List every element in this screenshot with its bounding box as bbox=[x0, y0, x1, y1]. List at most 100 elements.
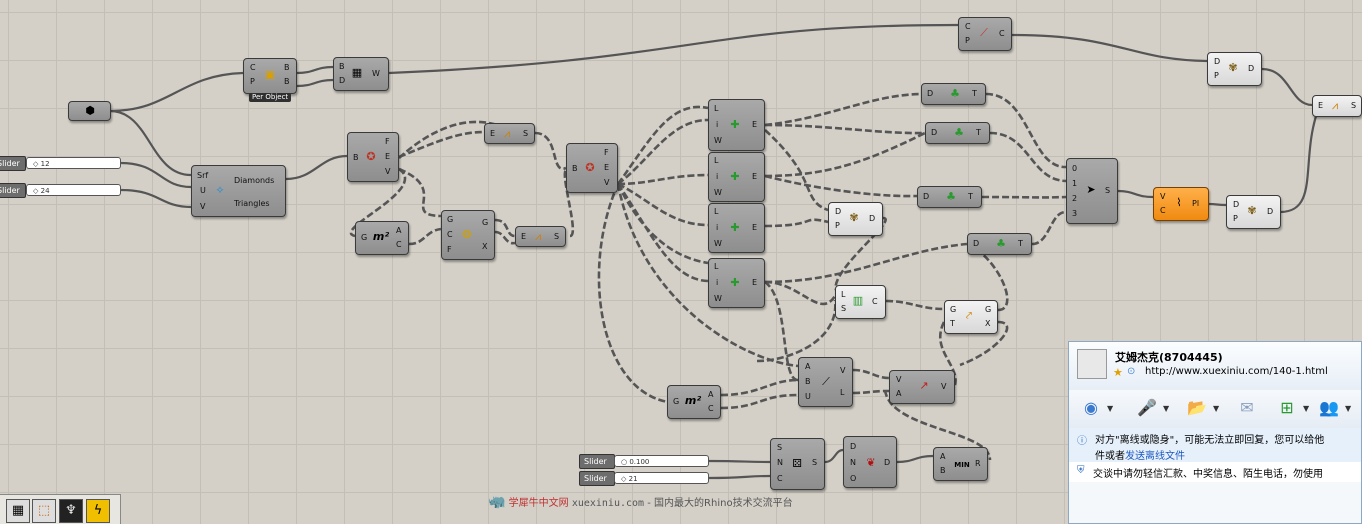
input-c: C bbox=[1160, 206, 1166, 215]
chevron-down-icon[interactable]: ▼ bbox=[1107, 404, 1114, 413]
list-item-component[interactable]: L i W ✚ E bbox=[708, 258, 765, 308]
diamond-panels-component[interactable]: Srf U V ⟡ Diamonds Triangles bbox=[191, 165, 286, 217]
list-item-component[interactable]: L i W ✚ E bbox=[708, 203, 765, 253]
output-s: S bbox=[523, 129, 529, 138]
input-b: B bbox=[805, 377, 811, 386]
input-0: 0 bbox=[1072, 164, 1078, 173]
wire bbox=[959, 320, 1009, 367]
sprout-icon: ♣ bbox=[946, 190, 956, 203]
chevron-down-icon[interactable]: ▼ bbox=[1163, 404, 1170, 413]
grid-icon[interactable]: ▦ bbox=[6, 499, 30, 523]
footer-slogan: 国内最大的Rhino技术交流平台 bbox=[654, 498, 793, 509]
explode-component[interactable]: E ⩘ S bbox=[515, 226, 566, 247]
brep-edges-component[interactable]: B ✪ F E V bbox=[347, 132, 399, 182]
random-component[interactable]: S N C ⚄ S bbox=[770, 438, 825, 490]
output-c: C bbox=[872, 297, 878, 306]
output-b: B bbox=[284, 63, 290, 72]
list-item-component[interactable]: L i W ✚ E bbox=[708, 152, 765, 202]
apps-icon[interactable]: ⊞ bbox=[1280, 398, 1294, 417]
slider-seed-track[interactable]: ○ 0.100 bbox=[614, 455, 709, 467]
wire bbox=[616, 183, 709, 265]
box-component[interactable]: B D ▦ W bbox=[333, 57, 389, 91]
cull-component[interactable]: D P ✾ D bbox=[1226, 195, 1281, 229]
input-d: D bbox=[835, 207, 842, 216]
amplitude-component[interactable]: V A ↗ V bbox=[889, 370, 955, 404]
chevron-down-icon[interactable]: ▼ bbox=[1303, 404, 1310, 413]
sprout-component[interactable]: D ♣ T bbox=[925, 122, 990, 144]
microphone-icon[interactable]: 🎤 bbox=[1137, 398, 1157, 417]
scale-component[interactable]: G C F ❂ G X bbox=[441, 210, 495, 260]
chevron-down-icon[interactable]: ▼ bbox=[1213, 404, 1220, 413]
deconstruct-brep-component[interactable]: C P ▣ B B bbox=[243, 58, 297, 94]
tree-icon[interactable]: ♆ bbox=[59, 499, 83, 523]
sprout-component[interactable]: D ♣ T bbox=[921, 83, 986, 105]
send-offline-file-link[interactable]: 发送离线文件 bbox=[1125, 451, 1185, 462]
selection-icon[interactable]: ⬚ bbox=[32, 499, 56, 523]
output-f: F bbox=[385, 137, 390, 146]
output-triangles: Triangles bbox=[234, 199, 270, 208]
amplitude-icon: ↗ bbox=[919, 379, 929, 392]
contact-url[interactable]: http://www.xuexiniu.com/140-1.html bbox=[1145, 366, 1328, 377]
list-item-icon: ✚ bbox=[730, 118, 740, 131]
wire bbox=[896, 454, 934, 464]
folder-transfer-icon[interactable]: 📂 bbox=[1187, 398, 1207, 417]
wire bbox=[617, 118, 709, 186]
brep-edges-component[interactable]: B ✪ F E V bbox=[566, 143, 618, 193]
contact-name[interactable]: 艾姆杰克(8704445) bbox=[1115, 351, 1223, 364]
slider-knob[interactable]: ◇ bbox=[33, 187, 41, 195]
cull-icon: ✾ bbox=[1247, 204, 1257, 217]
wire bbox=[1279, 109, 1320, 214]
slider-u-track[interactable]: ◇ 12 bbox=[26, 157, 121, 169]
input-d: D bbox=[931, 128, 938, 137]
box-icon: ▦ bbox=[351, 66, 363, 79]
output-g: G bbox=[985, 305, 992, 314]
input-d: D bbox=[1233, 200, 1240, 209]
chevron-down-icon[interactable]: ▼ bbox=[1345, 404, 1352, 413]
input-i: i bbox=[716, 278, 719, 287]
wire bbox=[494, 218, 516, 238]
wire bbox=[938, 321, 957, 386]
slider-count-track[interactable]: ◇ 21 bbox=[614, 472, 709, 484]
mail-icon[interactable]: ✉ bbox=[1240, 398, 1254, 417]
avatar[interactable] bbox=[1077, 349, 1107, 379]
input-d: D bbox=[973, 239, 980, 248]
explode-component[interactable]: E ⩘ S bbox=[484, 123, 535, 144]
wire bbox=[1031, 210, 1067, 246]
input-g: G bbox=[673, 397, 680, 406]
input-w: W bbox=[714, 136, 722, 145]
vector-component[interactable]: A B U ⟋ V L bbox=[798, 357, 853, 407]
input-l: L bbox=[714, 156, 719, 165]
sprout-component[interactable]: D ♣ T bbox=[917, 186, 982, 208]
wire bbox=[764, 218, 829, 228]
brep-param[interactable]: ⬢ bbox=[68, 101, 111, 121]
area-component[interactable]: G m² A C bbox=[667, 385, 721, 419]
slider-knob[interactable]: ◇ bbox=[621, 475, 629, 483]
list-item-component[interactable]: L i W ✚ E bbox=[708, 99, 765, 151]
input-d: D bbox=[339, 76, 346, 85]
output-g: G bbox=[482, 218, 489, 227]
jitter-component[interactable]: D N O ❦ D bbox=[843, 436, 897, 488]
slider-knob[interactable]: ○ bbox=[621, 458, 630, 466]
min-component[interactable]: A B MIN R bbox=[933, 447, 988, 481]
min-icon: MIN bbox=[954, 461, 970, 469]
slider-v-track[interactable]: ◇ 24 bbox=[26, 184, 121, 196]
cull-component[interactable]: D P ✾ D bbox=[1207, 52, 1262, 86]
split-list-component[interactable]: L S ▥ C bbox=[835, 285, 886, 319]
line-component[interactable]: C P ⟋ C bbox=[958, 17, 1012, 51]
polyline-component[interactable]: V C ⌇ Pl bbox=[1153, 187, 1209, 221]
slider-knob[interactable]: ◇ bbox=[33, 160, 41, 168]
webcam-icon[interactable]: ◉ bbox=[1084, 398, 1098, 417]
weave-component[interactable]: 0 1 2 3 ➤ S bbox=[1066, 158, 1118, 224]
info-icon: ⓘ bbox=[1077, 436, 1087, 447]
box-dots-icon: ▣ bbox=[264, 68, 276, 81]
lightning-icon[interactable]: ϟ bbox=[86, 499, 110, 523]
move-component[interactable]: G T ⤤ G X bbox=[944, 300, 998, 334]
group-user-icon[interactable]: 👥 bbox=[1319, 398, 1339, 417]
explode-component[interactable]: E ⩘ S bbox=[1312, 95, 1362, 117]
cull-component[interactable]: D P ✾ D bbox=[828, 202, 883, 236]
sprout-component[interactable]: D ♣ T bbox=[967, 233, 1032, 255]
output-d: D bbox=[884, 458, 891, 467]
chat-header: 艾姆杰克(8704445) ★ ⊙ http://www.xuexiniu.co… bbox=[1069, 342, 1361, 390]
area-component[interactable]: G m² A C bbox=[355, 221, 409, 255]
